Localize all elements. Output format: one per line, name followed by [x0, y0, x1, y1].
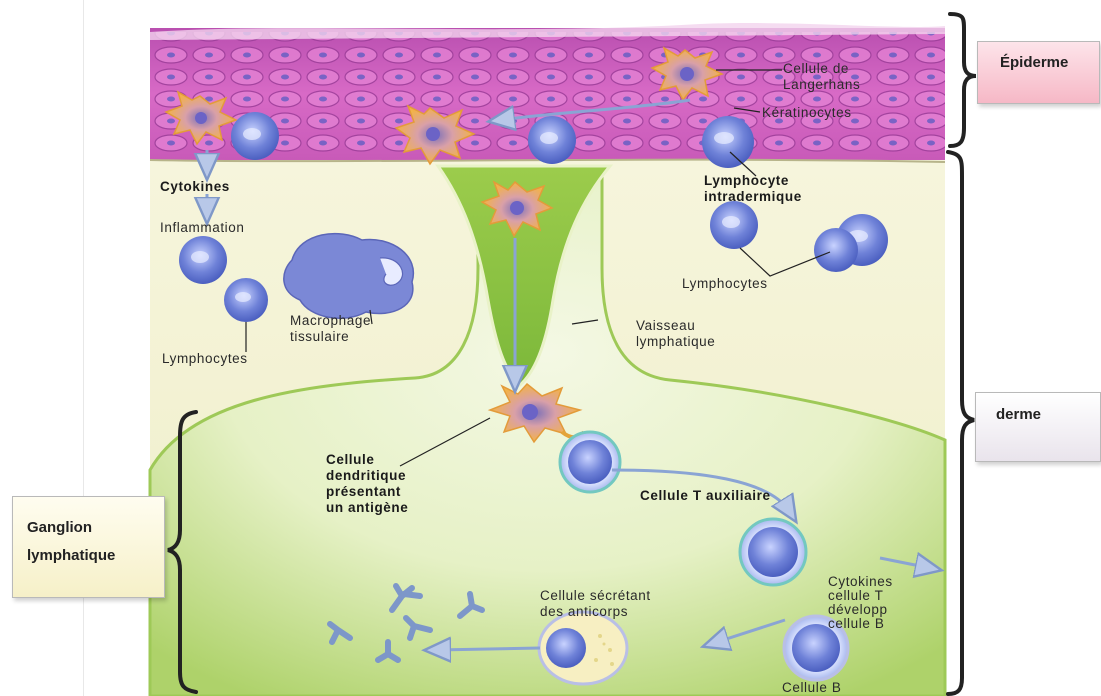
region-label-derme: derme	[975, 392, 1101, 462]
brace-epiderme	[950, 14, 976, 146]
lymphocyte-epidermis-2	[528, 116, 576, 164]
activated-t-cell	[740, 519, 806, 585]
region-label-ganglion-line2: lymphatique	[27, 542, 164, 570]
label-langerhans-1: Cellule de	[783, 61, 849, 76]
label-dendritique-4: un antigène	[326, 500, 408, 515]
label-cellule-t: Cellule T auxiliaire	[640, 488, 771, 503]
label-secretant-1: Cellule sécrétant	[540, 588, 651, 603]
label-cytokines-t-2: cellule T	[828, 588, 883, 603]
lymphocyte-dermis-left-1	[179, 236, 227, 284]
label-dendritique-3: présentant	[326, 484, 401, 499]
label-lymphocytes-right: Lymphocytes	[682, 276, 768, 291]
label-macrophage-1: Macrophage	[290, 313, 371, 328]
label-langerhans-2: Langerhans	[783, 77, 860, 92]
label-vaisseau-2: lymphatique	[636, 334, 715, 349]
label-cytokines: Cytokines	[160, 179, 230, 194]
label-keratinocytes: Kératinocytes	[762, 105, 852, 120]
lymphocyte-epidermis-1	[231, 112, 279, 160]
helper-t-cell	[560, 432, 620, 492]
label-dendritique-1: Cellule	[326, 452, 374, 467]
brace-derme	[948, 152, 974, 694]
region-label-ganglion-line1: Ganglion	[27, 514, 164, 542]
label-cytokines-t-1: Cytokines	[828, 574, 893, 589]
region-label-derme-text: derme	[996, 406, 1041, 423]
label-lymphocytes-left: Lymphocytes	[162, 351, 248, 366]
label-lymphocyte-intradermique-2: intradermique	[704, 189, 802, 204]
label-inflammation: Inflammation	[160, 220, 244, 235]
label-secretant-2: des anticorps	[540, 604, 628, 619]
region-label-ganglion: Ganglion lymphatique	[12, 496, 165, 598]
lymphocyte-dermis-right-1	[710, 201, 758, 249]
antibody-secreting-cell	[539, 612, 627, 684]
label-cytokines-t-4: cellule B	[828, 616, 884, 631]
region-label-epiderme: Épiderme	[977, 41, 1100, 104]
label-cellule-b: Cellule B	[782, 680, 841, 695]
label-vaisseau-1: Vaisseau	[636, 318, 695, 333]
tissue-macrophage	[284, 234, 414, 319]
label-dendritique-2: dendritique	[326, 468, 406, 483]
lymphocyte-dermis-left-2	[224, 278, 268, 322]
region-label-epiderme-text: Épiderme	[1000, 54, 1068, 71]
label-cytokines-t-3: développ	[828, 602, 888, 617]
lymphocyte-epidermis-3	[702, 116, 754, 168]
label-lymphocyte-intradermique-1: Lymphocyte	[704, 173, 789, 188]
label-macrophage-2: tissulaire	[290, 329, 349, 344]
lymphocyte-dermis-right-3	[814, 228, 858, 272]
